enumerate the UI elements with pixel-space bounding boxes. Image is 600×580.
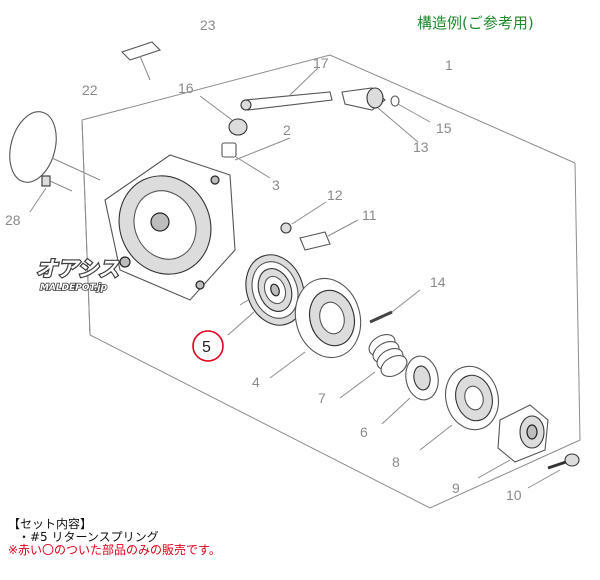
contents-item: ・#5 リターンスプリング (18, 530, 159, 544)
callout-16: 16 (178, 80, 194, 96)
callout-12: 12 (327, 187, 343, 203)
contents-header: 【セット内容】 (8, 517, 93, 531)
part-9-hub (477, 404, 549, 479)
part-5-return-spring (227, 254, 305, 336)
callout-10: 10 (506, 487, 522, 503)
callout-6: 6 (360, 424, 368, 440)
callout-28: 28 (5, 212, 21, 228)
callout-9: 9 (452, 480, 460, 496)
callout-15: 15 (436, 120, 452, 136)
part-6-ratchet (381, 355, 439, 425)
part-17-lever (240, 67, 333, 111)
callout-23: 23 (200, 17, 216, 33)
callout-4: 4 (252, 374, 260, 390)
set-contents-box: 【セット内容】 ・#5 リターンスプリング ※赤い〇のついた部品のみの販売です。 (8, 518, 221, 557)
callout-labels: 23 22 28 16 17 1 2 15 13 3 12 11 14 4 7 … (5, 17, 522, 503)
part-22-disk (9, 111, 101, 183)
watermark-main: オアシス (36, 257, 119, 281)
part-28-bolt (29, 175, 73, 213)
part-3-cap (221, 142, 271, 179)
callout-11: 11 (362, 207, 377, 223)
callout-17: 17 (313, 55, 329, 71)
part-15-ring (390, 95, 431, 123)
callout-14: 14 (430, 274, 446, 290)
part-2-housing (104, 137, 291, 301)
diagram-title: 構造例(ご参考用) (417, 14, 534, 32)
part-11-pawl (299, 219, 359, 251)
assembly-box-outline (81, 54, 581, 509)
part-7-coil-spring (339, 333, 408, 399)
part-12-screw (280, 201, 327, 234)
highlighted-part-callout: 5 (192, 330, 224, 362)
part-13-knob (341, 87, 419, 143)
part-16-ball (199, 95, 248, 136)
part-10-screw (527, 453, 580, 489)
watermark-logo: オアシス MALDEPOT.jp (35, 256, 121, 294)
part-4-pulley (269, 277, 362, 379)
contents-note: ※赤い〇のついた部品のみの販売です。 (8, 543, 221, 557)
highlight-circle (192, 330, 224, 362)
callout-5: 5 (202, 339, 211, 356)
watermark-sub: MALDEPOT.jp (40, 283, 108, 293)
callout-3: 3 (272, 177, 280, 193)
callout-1: 1 (445, 57, 453, 73)
callout-8: 8 (392, 454, 400, 470)
part-8-drum (419, 365, 499, 451)
part-23-plate (120, 41, 162, 81)
callout-13: 13 (413, 139, 429, 155)
callout-2: 2 (283, 122, 291, 138)
callout-22: 22 (82, 82, 98, 98)
part-14-shaft (369, 289, 421, 324)
callout-7: 7 (318, 390, 326, 406)
